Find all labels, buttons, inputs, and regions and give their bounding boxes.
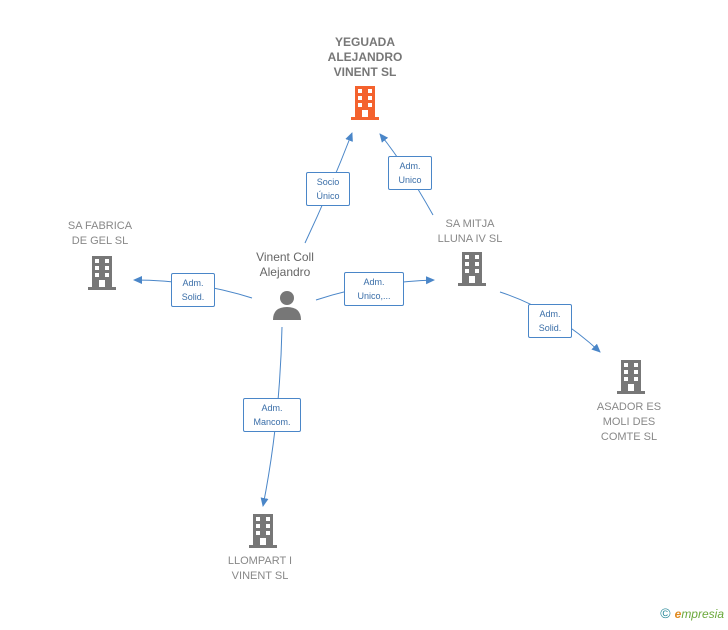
node-label-yeguada[interactable]: YEGUADA ALEJANDRO VINENT SL — [327, 35, 403, 79]
building-icon[interactable] — [349, 86, 381, 120]
brand-name: mpresia — [681, 607, 724, 621]
copyright-icon: © — [660, 605, 671, 621]
edge-label-adm-unico-top: Adm. Unico — [388, 156, 432, 190]
edge-label-adm-mancom: Adm. Mancom. — [243, 398, 301, 432]
edge-label-adm-solid-left: Adm. Solid. — [171, 273, 215, 307]
node-label-asador[interactable]: ASADOR ES MOLI DES COMTE SL — [596, 401, 662, 443]
node-label-llompart[interactable]: LLOMPART I VINENT SL — [227, 555, 293, 582]
building-icon[interactable] — [456, 252, 488, 286]
edge-label-adm-unico-mid: Adm. Unico,... — [344, 272, 404, 306]
node-label-person[interactable]: Vinent Coll Alejandro — [256, 250, 314, 279]
building-icon[interactable] — [86, 256, 118, 290]
building-yeguada — [351, 86, 379, 120]
node-label-samitja[interactable]: SA MITJA LLUNA IV SL — [437, 218, 503, 245]
building-icon[interactable] — [247, 514, 279, 548]
edge-label-socio-unico: Socio Único — [306, 172, 350, 206]
footer-brand: ©empresia — [660, 605, 724, 621]
edge-label-adm-solid-right: Adm. Solid. — [528, 304, 572, 338]
brand-letter: e — [674, 607, 682, 621]
person-icon[interactable] — [272, 290, 302, 320]
node-label-safabrica[interactable]: SA FABRICA DE GEL SL — [67, 220, 133, 247]
building-icon[interactable] — [615, 360, 647, 394]
